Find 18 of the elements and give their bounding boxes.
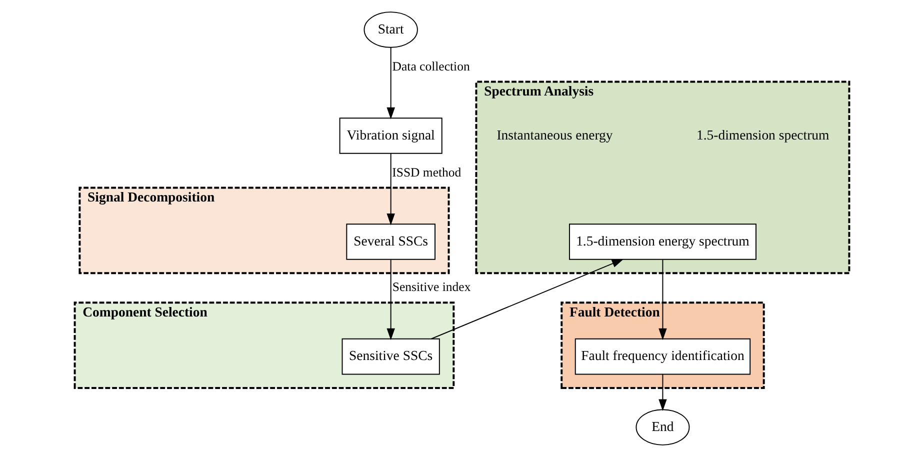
edge-label: Data collection xyxy=(392,59,470,74)
edge-label: Sensitive index xyxy=(392,280,470,294)
node-box: Sensitive SSCs xyxy=(341,338,440,375)
label: Instantaneous energy xyxy=(496,127,612,142)
arrow xyxy=(386,46,394,120)
edge-label: ISSD method xyxy=(392,165,461,180)
label: 1.5-dimension spectrum xyxy=(696,127,829,142)
arrow xyxy=(430,258,624,340)
arrow xyxy=(658,259,666,340)
node-box: Vibration signal xyxy=(338,118,442,154)
node-ellipse: Start xyxy=(363,12,418,48)
arrow xyxy=(658,374,666,411)
node-ellipse: End xyxy=(635,409,690,446)
arrow xyxy=(386,152,394,226)
node-box: Fault frequency identification xyxy=(574,338,750,375)
node-box: Several SSCs xyxy=(346,224,435,260)
node-box: 1.5-dimension energy spectrum xyxy=(568,224,756,260)
arrow xyxy=(386,259,394,340)
